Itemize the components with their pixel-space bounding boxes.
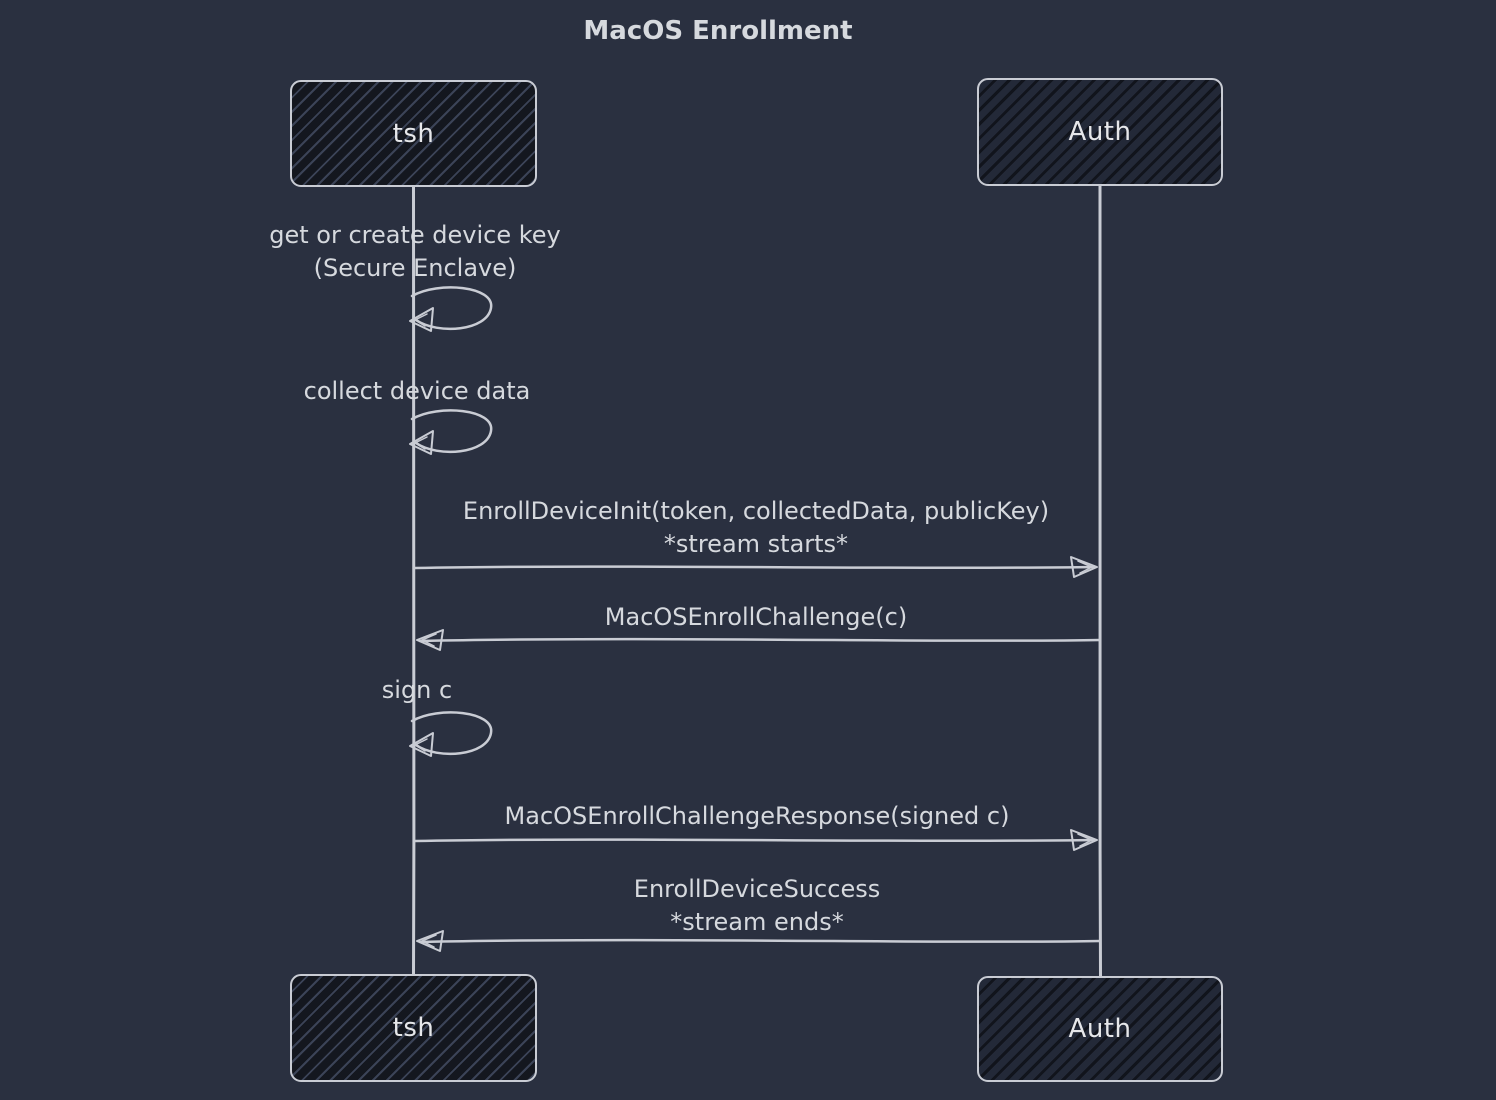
- self-message-label-3-line1: sign c: [381, 676, 453, 704]
- message-label-4-line2: *stream ends*: [670, 908, 844, 936]
- actor-box-auth-top: Auth: [977, 78, 1223, 186]
- lifeline-auth: [1098, 184, 1102, 978]
- message-label-1-line2: *stream starts*: [663, 530, 849, 558]
- message-label-1: EnrollDeviceInit(token, collectedData, p…: [463, 495, 1049, 561]
- message-label-1-line1: EnrollDeviceInit(token, collectedData, p…: [462, 497, 1050, 525]
- actor-box-tsh-top: tsh: [290, 80, 537, 187]
- message-arrow-3: [413, 829, 1098, 851]
- self-message-label-2: collect device data: [304, 375, 531, 408]
- actor-box-tsh-bottom: tsh: [290, 974, 537, 1082]
- actor-label-tsh-bottom: tsh: [392, 1013, 435, 1043]
- actor-label-tsh-top: tsh: [392, 118, 435, 149]
- self-message-label-1-line2: (Secure Enclave): [313, 254, 517, 282]
- message-label-3: MacOSEnrollChallengeResponse(signed c): [505, 800, 1010, 833]
- actor-label-auth-bottom: Auth: [1068, 1014, 1132, 1044]
- self-loop-arrow-3: [409, 711, 493, 757]
- message-label-4-line1: EnrollDeviceSuccess: [633, 875, 881, 903]
- self-message-label-2-line1: collect device data: [303, 377, 531, 405]
- lifeline-tsh: [411, 185, 416, 976]
- message-arrow-4: [416, 930, 1102, 952]
- self-message-label-3: sign c: [382, 674, 452, 707]
- self-loop-arrow-1: [409, 286, 493, 332]
- message-label-2: MacOSEnrollChallenge(c): [605, 601, 907, 634]
- self-message-label-1: get or create device key (Secure Enclave…: [269, 219, 561, 285]
- self-loop-arrow-2: [409, 409, 493, 455]
- actor-box-auth-bottom: Auth: [977, 976, 1223, 1082]
- diagram-title: MacOS Enrollment: [583, 16, 853, 46]
- message-label-4: EnrollDeviceSuccess *stream ends*: [634, 873, 880, 939]
- message-arrow-1: [413, 556, 1098, 578]
- actor-label-auth-top: Auth: [1068, 117, 1132, 147]
- self-message-label-1-line1: get or create device key: [269, 221, 561, 249]
- message-label-3-line1: MacOSEnrollChallengeResponse(signed c): [504, 802, 1010, 830]
- message-label-2-line1: MacOSEnrollChallenge(c): [604, 603, 908, 631]
- message-arrow-2: [416, 629, 1102, 651]
